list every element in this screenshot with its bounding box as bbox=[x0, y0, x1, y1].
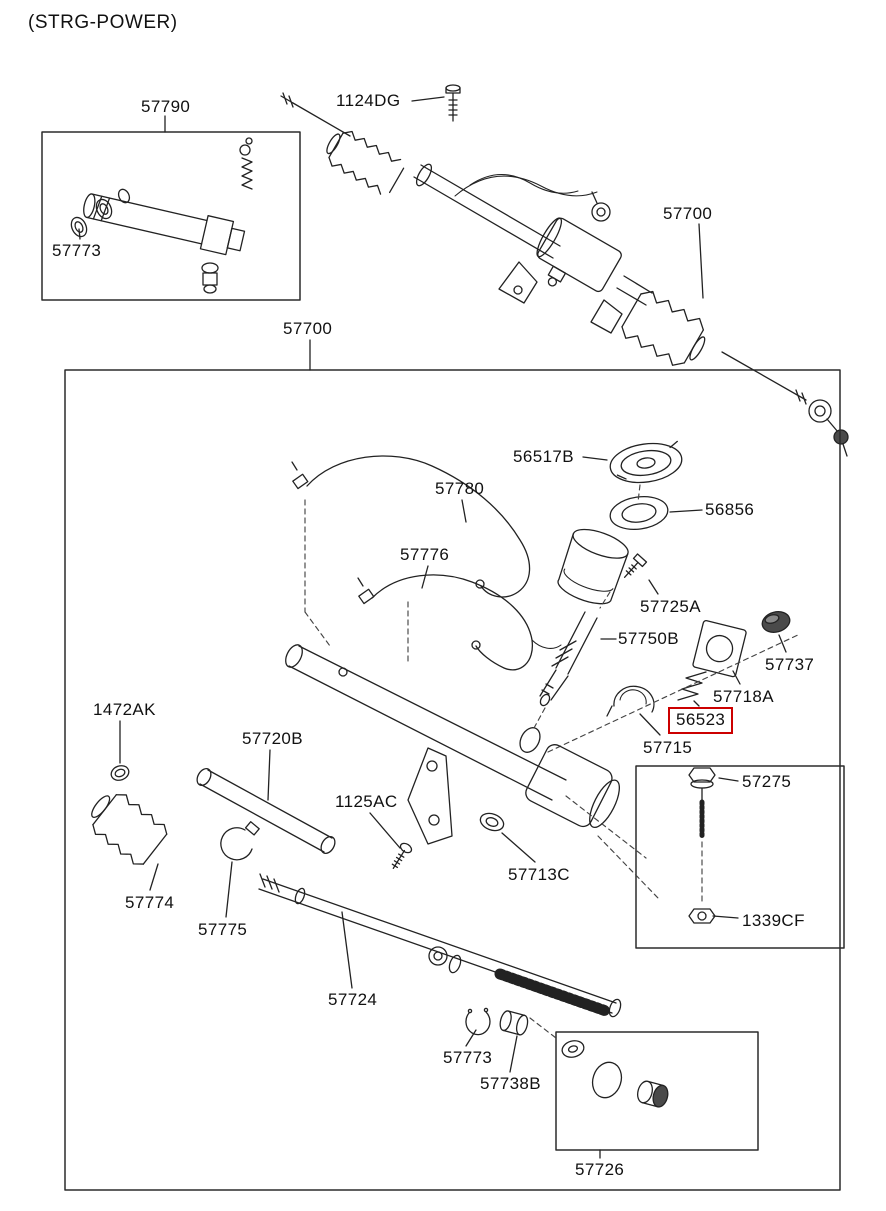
part-label-57773-lower[interactable]: 57773 bbox=[443, 1048, 493, 1067]
part-label-1125ac[interactable]: 1125AC bbox=[335, 792, 398, 811]
part-label-57775[interactable]: 57775 bbox=[198, 920, 248, 939]
part-label-57790[interactable]: 57790 bbox=[141, 97, 191, 116]
steering-gear-assembly-drawing bbox=[280, 92, 849, 457]
diagram-title: (STRG-POWER) bbox=[28, 12, 178, 33]
part-label-57773-inset[interactable]: 57773 bbox=[52, 241, 102, 260]
part-label-56523-selected[interactable]: 56523 bbox=[668, 707, 734, 734]
part-label-1124dg[interactable]: 1124DG bbox=[336, 91, 401, 110]
part-label-57275[interactable]: 57275 bbox=[742, 772, 792, 791]
part-label-57774[interactable]: 57774 bbox=[125, 893, 175, 912]
mount-bolt-box-drawing bbox=[565, 765, 845, 949]
part-label-1472ak[interactable]: 1472AK bbox=[93, 700, 156, 719]
part-label-57738b[interactable]: 57738B bbox=[480, 1074, 542, 1093]
part-label-57724[interactable]: 57724 bbox=[328, 990, 378, 1009]
part-label-57737[interactable]: 57737 bbox=[765, 655, 815, 674]
rack-housing-drawing bbox=[285, 499, 620, 863]
bearing-parts-drawing bbox=[465, 1007, 759, 1159]
part-label-57713c[interactable]: 57713C bbox=[508, 865, 570, 884]
inset-57790-drawing bbox=[41, 115, 301, 301]
bolt-1124dg-drawing bbox=[411, 84, 461, 122]
part-label-1339cf[interactable]: 1339CF bbox=[742, 911, 805, 930]
part-label-57780[interactable]: 57780 bbox=[435, 479, 485, 498]
part-label-57700-box[interactable]: 57700 bbox=[283, 319, 333, 338]
part-label-56517b[interactable]: 56517B bbox=[513, 447, 575, 466]
part-label-57776[interactable]: 57776 bbox=[400, 545, 450, 564]
rack-bar-drawing bbox=[258, 873, 622, 1018]
part-label-57715[interactable]: 57715 bbox=[643, 738, 693, 757]
part-label-57700-main[interactable]: 57700 bbox=[663, 204, 713, 223]
part-label-56856[interactable]: 56856 bbox=[705, 500, 755, 519]
pressure-pipes-drawing bbox=[291, 455, 562, 671]
part-label-57718a[interactable]: 57718A bbox=[713, 687, 775, 706]
part-label-57726[interactable]: 57726 bbox=[575, 1160, 625, 1179]
part-label-57725a[interactable]: 57725A bbox=[640, 597, 702, 616]
main-box-57700-drawing bbox=[64, 339, 841, 1191]
valve-assembly-drawing bbox=[539, 440, 703, 707]
yoke-parts-drawing bbox=[547, 611, 801, 753]
part-label-57720b[interactable]: 57720B bbox=[242, 729, 304, 748]
boot-and-tube-drawing bbox=[91, 720, 453, 918]
part-label-57750b[interactable]: 57750B bbox=[618, 629, 680, 648]
